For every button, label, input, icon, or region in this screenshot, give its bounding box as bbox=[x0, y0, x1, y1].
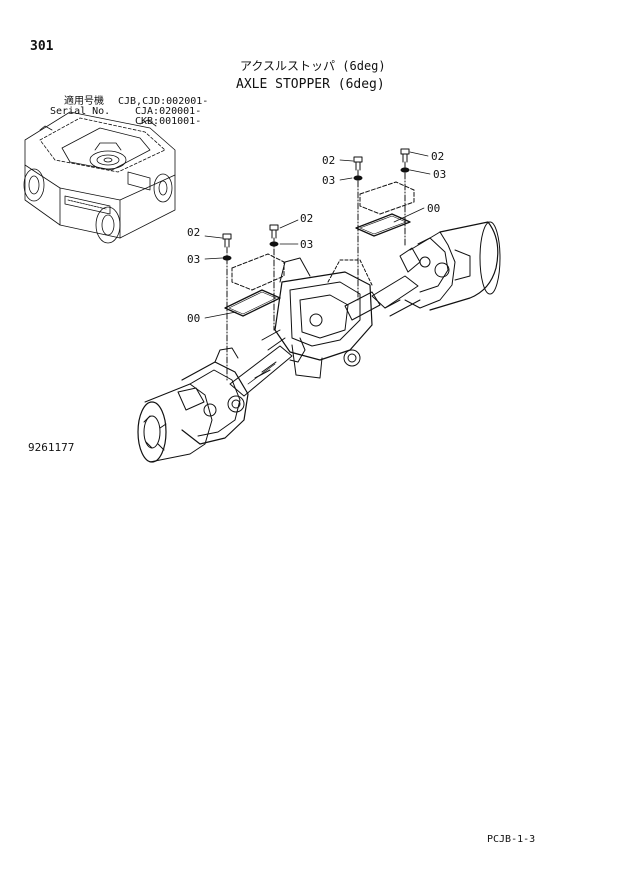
callout-bolt: 02 bbox=[431, 150, 444, 163]
callout-washer: 03 bbox=[187, 253, 200, 266]
stopper-plate-icon bbox=[224, 289, 281, 317]
page-number: 301 bbox=[30, 39, 54, 54]
bolt-icon bbox=[400, 148, 410, 163]
callout-plate: 00 bbox=[187, 312, 200, 325]
bolt-icon bbox=[269, 224, 279, 239]
title-japanese: アクスルストッパ (6deg) bbox=[240, 59, 386, 73]
title-english: AXLE STOPPER (6deg) bbox=[236, 77, 385, 92]
page-code: PCJB-1-3 bbox=[487, 834, 536, 845]
callout-bolt: 02 bbox=[300, 212, 313, 225]
bolt-icon bbox=[353, 156, 363, 171]
stopper-group-right bbox=[339, 148, 431, 301]
stopper-plate-icon bbox=[355, 213, 411, 237]
callout-washer: 03 bbox=[433, 168, 446, 181]
callout-bolt: 02 bbox=[187, 226, 200, 239]
callout-plate: 00 bbox=[427, 202, 440, 215]
serial-label-english: Serial No. bbox=[50, 106, 111, 117]
callout-washer: 03 bbox=[322, 174, 335, 187]
serial-range-2: CJA:020001- bbox=[135, 106, 202, 117]
callout-bolt: 02 bbox=[322, 154, 335, 167]
bolt-icon bbox=[222, 233, 232, 248]
callout-labels: 02 03 02 03 00 02 03 02 03 00 bbox=[187, 150, 446, 325]
serial-range-3: CKB:001001- bbox=[135, 116, 202, 127]
axle-assembly bbox=[137, 221, 501, 463]
callout-washer: 03 bbox=[300, 238, 313, 251]
machine-overview-sketch bbox=[23, 111, 176, 244]
serial-label-japanese: 適用号機 bbox=[64, 96, 104, 107]
stopper-group-left bbox=[204, 219, 299, 381]
drawing-number: 9261177 bbox=[28, 441, 75, 454]
serial-range-1: CJB,CJD:002001- bbox=[118, 96, 209, 107]
